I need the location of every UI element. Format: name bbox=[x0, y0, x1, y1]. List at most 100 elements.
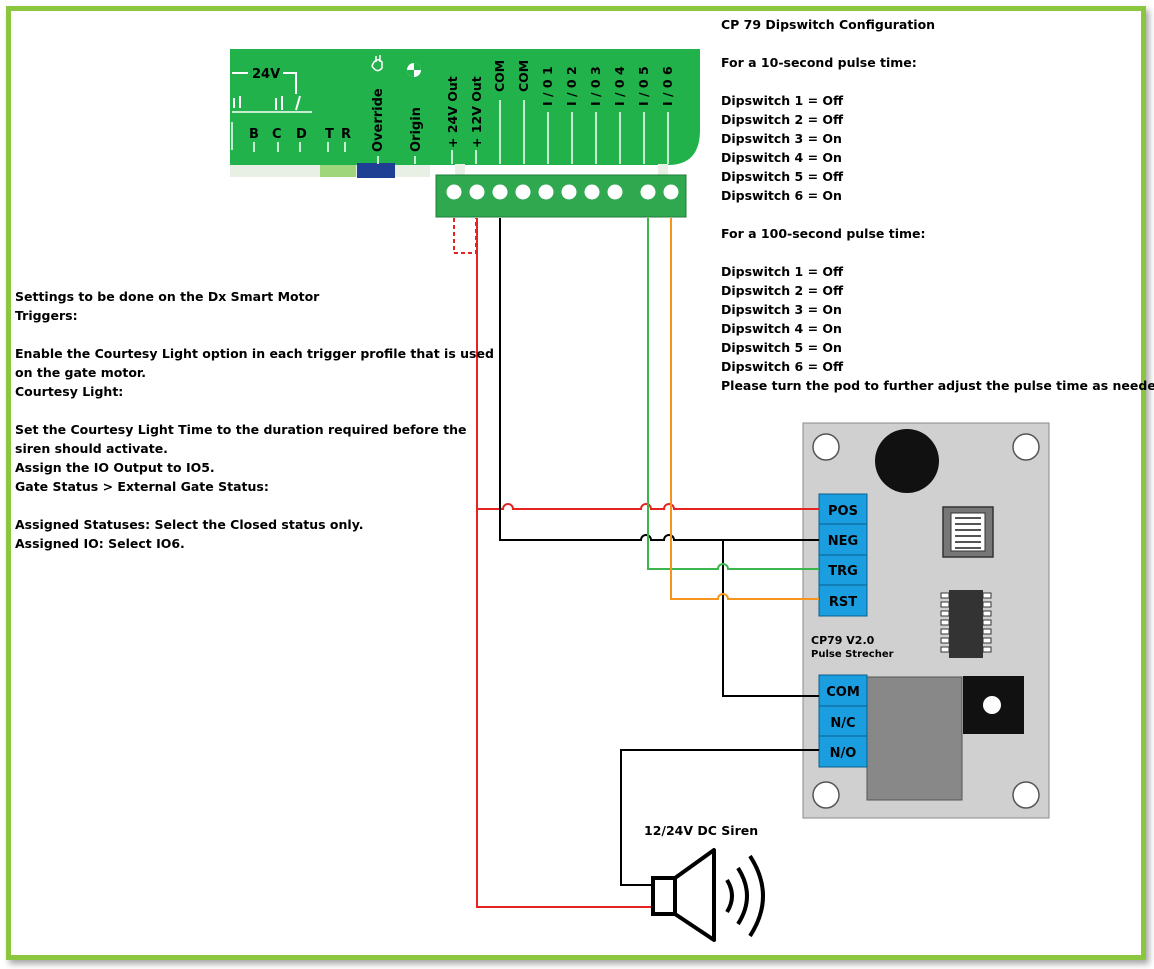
terminal-label-io4: I / 0 4 bbox=[612, 66, 627, 106]
motor-settings-line: Courtesy Light: bbox=[15, 384, 124, 399]
terminal-screw-io4 bbox=[607, 184, 623, 200]
dipswitch-config-notes: CP 79 Dipswitch Configuration For a 10-s… bbox=[721, 15, 1154, 395]
origin-icon bbox=[407, 63, 421, 77]
terminal-screw-24v bbox=[446, 184, 462, 200]
terminal-label-io1: I / 0 1 bbox=[540, 66, 555, 106]
dipswitch-config-line: Dipswitch 1 = Off bbox=[721, 264, 844, 279]
motor-settings-line bbox=[15, 325, 494, 344]
mount-hole-top-right bbox=[1012, 433, 1040, 461]
motor-settings-line: siren should activate. bbox=[15, 441, 168, 456]
voltage-bracket bbox=[232, 72, 297, 94]
motor-settings-line: Triggers: bbox=[15, 308, 78, 323]
terminal-screw-com-2 bbox=[515, 184, 531, 200]
dipswitch-config-line: Dipswitch 6 = Off bbox=[721, 359, 844, 374]
terminal-neg: NEG bbox=[828, 534, 858, 549]
motor-settings-line bbox=[15, 496, 494, 515]
module-subtitle: Pulse Strecher bbox=[811, 649, 894, 660]
contact-label-c: C bbox=[272, 127, 282, 142]
dipswitch-config-line bbox=[721, 243, 1154, 262]
buzzer bbox=[875, 429, 939, 493]
terminal-screw-12v bbox=[469, 184, 485, 200]
dipswitch-config-line: Dipswitch 2 = Off bbox=[721, 112, 844, 127]
motor-settings-line: Assign the IO Output to IO5. bbox=[15, 460, 215, 475]
terminal-pos: POS bbox=[828, 504, 858, 519]
controller-board-body bbox=[230, 49, 700, 165]
motor-settings-line: Set the Courtesy Light Time to the durat… bbox=[15, 422, 467, 437]
dipswitch-config-line: Dipswitch 5 = On bbox=[721, 340, 842, 355]
terminal-label-origin: Origin bbox=[409, 107, 424, 152]
dipswitch-config-line: Dipswitch 4 = On bbox=[721, 150, 842, 165]
terminal-screw-io5 bbox=[640, 184, 656, 200]
ic-chip bbox=[940, 590, 992, 658]
input-terminal-strip: POS NEG TRG RST bbox=[818, 493, 868, 617]
motor-settings-line: Enable the Courtesy Light option in each… bbox=[15, 346, 494, 361]
dipswitch-config-line: Dipswitch 6 = On bbox=[721, 188, 842, 203]
terminal-label-com-2: COM bbox=[516, 60, 531, 92]
relay-terminal-strip: COM N/C N/O bbox=[818, 674, 868, 768]
relay-terminal-body bbox=[818, 674, 868, 768]
mount-hole-bottom-left bbox=[812, 781, 840, 809]
dipswitch-config-line: CP 79 Dipswitch Configuration bbox=[721, 17, 936, 32]
terminal-label-io2: I / 0 2 bbox=[564, 66, 579, 106]
wire-jumper-dashed bbox=[453, 218, 477, 254]
terminal-screw-io2 bbox=[561, 184, 577, 200]
wire-siren-positive bbox=[476, 509, 653, 908]
dipswitch-config-line: Dipswitch 5 = Off bbox=[721, 169, 844, 184]
voltage-label: 24V bbox=[252, 67, 280, 82]
hand-icon bbox=[371, 55, 383, 72]
terminal-labels: Override Origin + 24V Out + 12V Out COM … bbox=[371, 60, 675, 152]
terminal-block bbox=[435, 174, 687, 218]
board-connector-blue bbox=[357, 163, 395, 178]
dipswitch-config-line: Please turn the pod to further adjust th… bbox=[721, 378, 1154, 393]
motor-settings-line bbox=[15, 401, 494, 420]
terminal-label-24v-out: + 24V Out bbox=[445, 76, 460, 148]
wire-relay-com bbox=[722, 540, 819, 697]
motor-settings-line: Gate Status > External Gate Status: bbox=[15, 479, 269, 494]
dipswitch-config-line: Dipswitch 3 = On bbox=[721, 131, 842, 146]
contact-labels: B C D T R bbox=[249, 127, 351, 142]
dipswitch-config-line: Dipswitch 3 = On bbox=[721, 302, 842, 317]
motor-settings-line: Assigned IO: Select IO6. bbox=[15, 536, 185, 551]
contact-label-t: T bbox=[325, 127, 334, 142]
mount-hole-top-left bbox=[812, 433, 840, 461]
dipswitch-config-line: Dipswitch 1 = Off bbox=[721, 93, 844, 108]
siren-speaker-icon bbox=[651, 848, 765, 942]
dipswitch-config-line: Dipswitch 4 = On bbox=[721, 321, 842, 336]
wiring bbox=[453, 218, 819, 908]
cp79-module: CP79 V2.0 Pulse Strecher POS NEG TRG RST… bbox=[802, 422, 1050, 819]
dipswitch-config-line: Dipswitch 2 = Off bbox=[721, 283, 844, 298]
terminal-screw-io6 bbox=[663, 184, 679, 200]
mount-hole-bottom-right bbox=[1012, 781, 1040, 809]
controller-board: 24V B C D T R Override Origin + 24V Out … bbox=[230, 49, 700, 178]
terminal-relay-nc: N/C bbox=[830, 716, 855, 731]
dipswitch-config-line: For a 10-second pulse time: bbox=[721, 55, 917, 70]
motor-settings-line: on the gate motor. bbox=[15, 365, 147, 380]
dipswitch bbox=[942, 506, 994, 558]
terminal-trg: TRG bbox=[828, 564, 858, 579]
contact-label-b: B bbox=[249, 127, 259, 142]
siren-label: 12/24V DC Siren bbox=[644, 823, 758, 838]
motor-settings-line: Assigned Statuses: Select the Closed sta… bbox=[15, 517, 364, 532]
terminal-relay-no: N/O bbox=[830, 746, 857, 761]
terminal-leads bbox=[377, 100, 669, 164]
dipswitch-config-line bbox=[721, 205, 1154, 224]
terminal-label-io6: I / 0 6 bbox=[660, 66, 675, 106]
motor-settings-line: Settings to be done on the Dx Smart Moto… bbox=[15, 289, 320, 304]
relay-contact-symbols bbox=[233, 95, 301, 111]
terminal-label-override: Override bbox=[371, 88, 386, 152]
potentiometer bbox=[963, 676, 1024, 734]
dipswitch-config-line bbox=[721, 34, 1154, 53]
wire-neg bbox=[499, 218, 819, 541]
terminal-relay-com: COM bbox=[826, 685, 860, 700]
terminal-block-tab-right bbox=[658, 164, 668, 176]
terminal-screw-io1 bbox=[538, 184, 554, 200]
contact-label-r: R bbox=[341, 127, 351, 142]
dipswitch-config-line: For a 100-second pulse time: bbox=[721, 226, 926, 241]
terminal-label-io3: I / 0 3 bbox=[588, 66, 603, 106]
wire-pos bbox=[476, 218, 819, 510]
dipswitch-config-line bbox=[721, 72, 1154, 91]
terminal-label-com-1: COM bbox=[492, 60, 507, 92]
wire-rst bbox=[670, 218, 819, 600]
terminal-rst: RST bbox=[829, 595, 857, 610]
